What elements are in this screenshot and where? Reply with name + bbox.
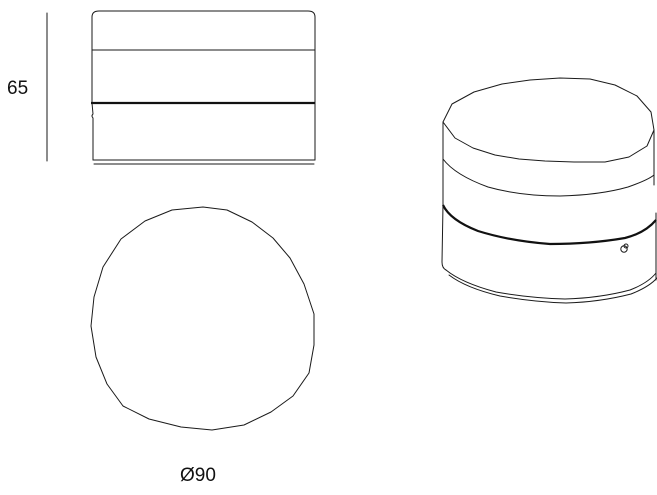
perspective-right-edge (653, 129, 657, 281)
top-plan-outline (90, 206, 315, 431)
perspective-base-line-1 (445, 269, 657, 300)
perspective-left-edge (441, 121, 447, 271)
front-elevation-view (91, 10, 316, 165)
perspective-seam-lower (442, 204, 657, 246)
perspective-base-line-2 (448, 274, 657, 304)
diameter-dimension-label: Ø90 (180, 465, 216, 486)
front-middle-band (91, 49, 316, 104)
perspective-seam-upper (442, 158, 655, 197)
front-top-cushion (91, 10, 316, 51)
perspective-logo-badge (620, 243, 629, 253)
height-dimension-label: 65 (7, 78, 29, 99)
perspective-view (441, 77, 657, 304)
perspective-top-surface (442, 77, 655, 163)
front-lower-band (91, 102, 316, 161)
